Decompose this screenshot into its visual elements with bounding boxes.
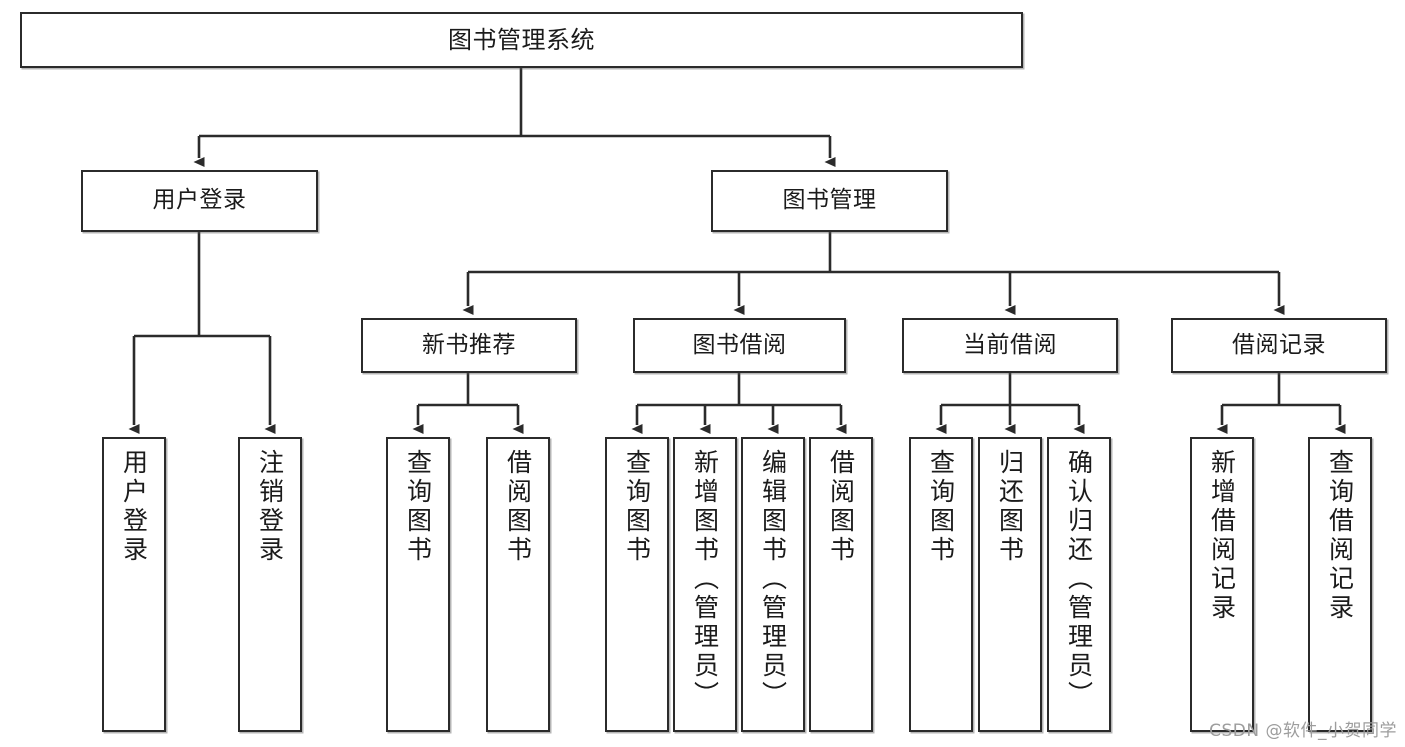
- node-label: 图书管理: [782, 187, 877, 214]
- node-label: 查询借阅记录: [1325, 449, 1355, 623]
- leaf-borrow-book[interactable]: 借阅图书: [809, 437, 873, 732]
- node-label: 编辑图书（管理员）: [758, 449, 788, 710]
- node-label: 归还图书: [995, 449, 1025, 565]
- leaf-confirm-return-admin[interactable]: 确认归还（管理员）: [1047, 437, 1111, 732]
- node-new-book-recommend[interactable]: 新书推荐: [361, 318, 577, 373]
- node-label: 用户登录: [119, 449, 149, 565]
- leaf-logout[interactable]: 注销登录: [238, 437, 302, 732]
- leaf-edit-book-admin[interactable]: 编辑图书（管理员）: [741, 437, 805, 732]
- leaf-borrow-book-recommend[interactable]: 借阅图书: [486, 437, 550, 732]
- leaf-add-book-admin[interactable]: 新增图书（管理员）: [673, 437, 737, 732]
- leaf-query-book-recommend[interactable]: 查询图书: [386, 437, 450, 732]
- leaf-user-login[interactable]: 用户登录: [102, 437, 166, 732]
- node-label: 注销登录: [255, 449, 285, 565]
- leaf-query-borrow-record[interactable]: 查询借阅记录: [1308, 437, 1372, 732]
- node-label: 当前借阅: [963, 331, 1057, 358]
- leaf-query-book-current[interactable]: 查询图书: [909, 437, 973, 732]
- node-label: 借阅图书: [503, 449, 533, 565]
- node-label: 查询图书: [622, 449, 652, 565]
- node-borrow-record[interactable]: 借阅记录: [1171, 318, 1387, 373]
- node-label: 新书推荐: [422, 331, 516, 358]
- node-label: 确认归还（管理员）: [1064, 449, 1094, 710]
- leaf-query-book-borrow[interactable]: 查询图书: [605, 437, 669, 732]
- node-label: 新增借阅记录: [1207, 449, 1237, 623]
- node-label: 图书借阅: [692, 331, 787, 358]
- node-book-management[interactable]: 图书管理: [711, 170, 948, 232]
- node-label: 借阅记录: [1232, 331, 1326, 358]
- node-label: 查询图书: [403, 449, 433, 565]
- node-label: 新增图书（管理员）: [690, 449, 720, 710]
- node-user-login[interactable]: 用户登录: [81, 170, 318, 232]
- node-label: 用户登录: [152, 187, 247, 214]
- watermark-text: CSDN @软件_小贺同学: [1209, 721, 1397, 741]
- node-root-system[interactable]: 图书管理系统: [20, 12, 1023, 68]
- node-label: 图书管理系统: [448, 25, 595, 54]
- node-label: 借阅图书: [826, 449, 856, 565]
- leaf-return-book[interactable]: 归还图书: [978, 437, 1042, 732]
- node-current-borrow[interactable]: 当前借阅: [902, 318, 1118, 373]
- node-label: 查询图书: [926, 449, 956, 565]
- node-book-borrow[interactable]: 图书借阅: [633, 318, 846, 373]
- leaf-add-borrow-record[interactable]: 新增借阅记录: [1190, 437, 1254, 732]
